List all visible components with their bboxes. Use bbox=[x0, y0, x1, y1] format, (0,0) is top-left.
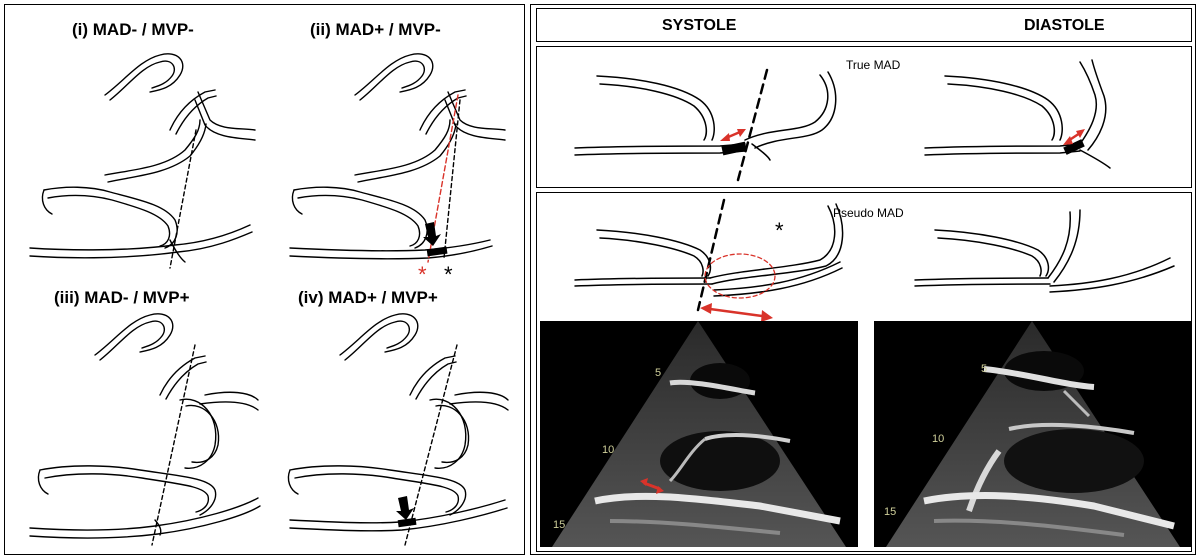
echo-image-diastole: 5 10 15 bbox=[874, 321, 1192, 547]
true-mad-systole-sketch bbox=[574, 71, 837, 161]
quadrant-title-1: (i) MAD- / MVP- bbox=[72, 20, 194, 39]
depth-tick-15: 15 bbox=[884, 506, 897, 518]
black-asterisk: * bbox=[444, 262, 453, 287]
disjunction-bar-q4 bbox=[397, 517, 417, 528]
header-row bbox=[536, 8, 1192, 42]
pseudo-disjunction-ellipse bbox=[704, 253, 776, 299]
disjunction-bar-true-systole bbox=[721, 141, 747, 156]
quadrant-title-3: (iii) MAD- / MVP+ bbox=[54, 288, 190, 307]
depth-tick-15: 15 bbox=[553, 519, 566, 531]
left-panel-drawings bbox=[29, 53, 509, 546]
annulus-line-q1 bbox=[169, 129, 197, 269]
systole-header: SYSTOLE bbox=[662, 17, 737, 34]
annulus-line-true-systole bbox=[736, 68, 769, 182]
double-arrow-pseudo-systole bbox=[709, 307, 763, 318]
left-panel bbox=[4, 4, 525, 555]
echo-diastole-fan bbox=[886, 321, 1180, 547]
red-asterisk: * bbox=[418, 262, 427, 287]
pseudo-asterisk: * bbox=[775, 218, 784, 243]
heart-sketch-mad-neg-mvp-neg bbox=[29, 53, 256, 263]
quadrant-title-2: (ii) MAD+ / MVP- bbox=[310, 20, 441, 39]
annulus-line-q4 bbox=[404, 344, 458, 546]
pseudo-mad-label: Pseudo MAD bbox=[833, 206, 904, 220]
disjunction-bar-q2 bbox=[426, 246, 448, 257]
annulus-line-q2-black bbox=[443, 99, 461, 259]
annulus-line-pseudo-systole bbox=[696, 198, 726, 312]
echo-systole-fan bbox=[552, 321, 846, 547]
diastole-header: DIASTOLE bbox=[1024, 17, 1105, 34]
quadrant-title-4: (iv) MAD+ / MVP+ bbox=[298, 288, 438, 307]
annulus-line-q3 bbox=[151, 344, 196, 546]
arrow-down-icon bbox=[423, 222, 441, 246]
pseudo-mad-systole-sketch bbox=[574, 203, 844, 297]
pseudo-mad-diastole-sketch bbox=[914, 209, 1175, 293]
depth-tick-5: 5 bbox=[981, 363, 988, 375]
true-mad-diastole-sketch bbox=[924, 59, 1111, 169]
echo-red-arrow bbox=[643, 481, 661, 491]
disjunction-bar-true-diastole bbox=[1063, 139, 1085, 155]
heart-sketch-mad-pos-mvp-pos bbox=[287, 313, 509, 532]
heart-sketch-mad-neg-mvp-pos bbox=[29, 313, 261, 539]
heart-sketch-mad-pos-mvp-neg bbox=[289, 53, 506, 260]
depth-tick-10: 10 bbox=[602, 444, 615, 456]
true-mad-label: True MAD bbox=[846, 58, 901, 72]
echo-image-systole: 5 10 15 bbox=[540, 321, 858, 547]
depth-tick-5: 5 bbox=[655, 367, 662, 379]
true-mad-box bbox=[536, 46, 1192, 188]
arrow-down-icon bbox=[396, 496, 414, 520]
depth-tick-10: 10 bbox=[932, 433, 945, 445]
